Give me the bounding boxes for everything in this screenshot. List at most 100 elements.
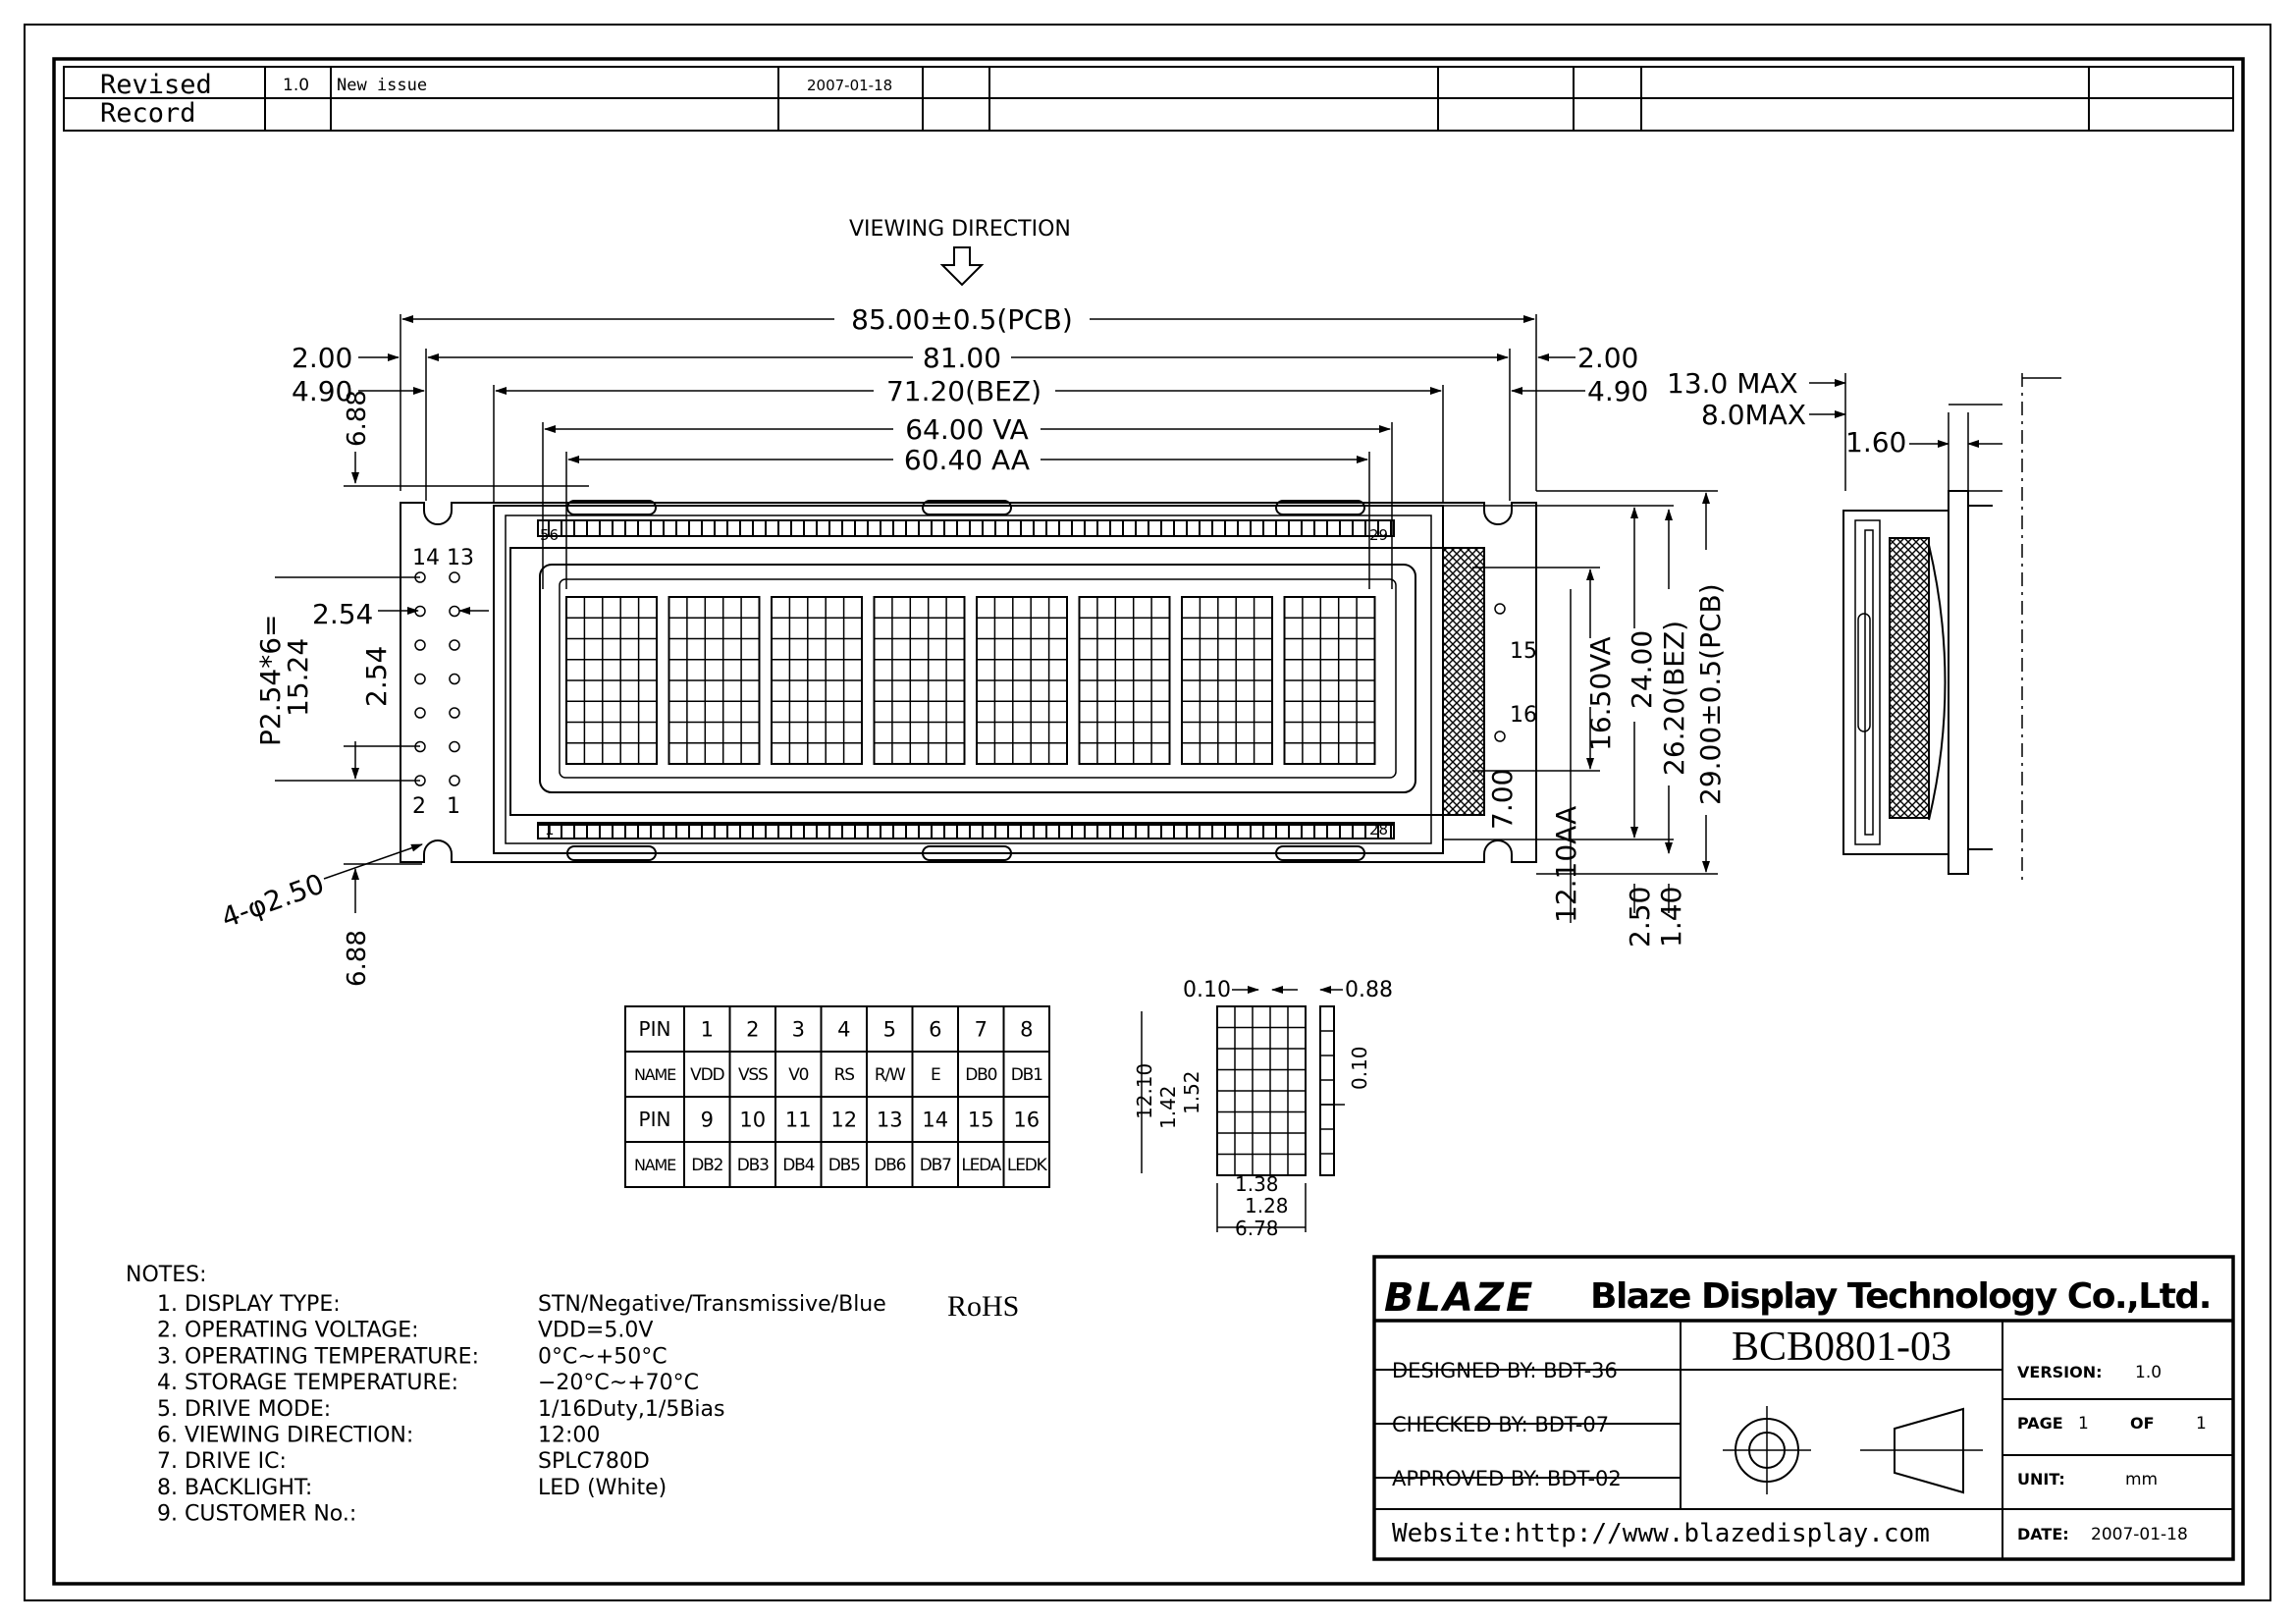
top-dimensions: 85.00±0.5(PCB) 81.00 71.20(BEZ) 64.00 VA…	[292, 303, 1648, 589]
bez-inner-dim: 24.00	[1626, 630, 1658, 709]
company-name: Blaze Display Technology Co.,Ltd.	[1590, 1276, 2211, 1317]
pin-table-cell: 5	[883, 1018, 896, 1042]
revision-description: New issue	[337, 76, 427, 95]
unit-value: mm	[2125, 1470, 2158, 1489]
pin-table-cell: RS	[834, 1065, 855, 1085]
char-dim-128: 1.28	[1245, 1194, 1289, 1218]
character-block	[976, 596, 1068, 765]
character-block	[667, 596, 761, 765]
pin-label-15: 15	[1510, 639, 1537, 664]
aa-width-dim: 60.40 AA	[904, 444, 1030, 476]
pin-table-cell: V0	[788, 1065, 808, 1085]
character-block	[565, 596, 658, 765]
note-value: STN/Negative/Transmissive/Blue	[538, 1292, 886, 1317]
pin-hole	[449, 673, 460, 685]
date-label: DATE:	[2017, 1525, 2069, 1543]
revised-label: Revised	[100, 70, 212, 100]
pin-label-1: 1	[447, 794, 460, 819]
note-label: 2. OPERATING VOLTAGE:	[157, 1319, 419, 1343]
designed-by: DESIGNED BY: BDT-36	[1392, 1359, 1618, 1382]
note-label: 3. OPERATING TEMPERATURE:	[157, 1344, 479, 1369]
pin-table-cell: DB1	[1011, 1065, 1042, 1085]
char-dim-010a: 0.10	[1183, 978, 1231, 1002]
revision-date: 2007-01-18	[807, 77, 892, 94]
top-offset-dim: 6.88	[343, 390, 372, 447]
character-block	[1283, 596, 1376, 765]
title-block: BLAZE Blaze Display Technology Co.,Ltd. …	[1372, 1255, 2235, 1561]
va-height-dim: 16.50VA	[1584, 636, 1617, 751]
backlight-tab	[1442, 547, 1485, 816]
version-label: VERSION:	[2017, 1363, 2103, 1381]
note-label: 8. BACKLIGHT:	[157, 1476, 312, 1500]
side-pcb-dim: 1.60	[1845, 426, 1906, 459]
pin-hole	[449, 775, 460, 786]
note-label: 1. DISPLAY TYPE:	[157, 1292, 341, 1317]
rohs-mark: RoHS	[947, 1290, 1019, 1323]
pin-label-16: 16	[1510, 703, 1537, 728]
left-margin-2-dim: 4.90	[292, 375, 352, 407]
pcb-outline	[400, 502, 1537, 863]
date-value: 2007-01-18	[2091, 1525, 2188, 1544]
dim-700: 7.00	[1486, 769, 1519, 830]
unit-label: UNIT:	[2017, 1470, 2065, 1489]
of-value: 1	[2196, 1414, 2207, 1434]
version-value: 1.0	[2135, 1363, 2162, 1382]
note-value: LED (White)	[538, 1476, 667, 1500]
pin-table-cell: 3	[792, 1018, 805, 1042]
revision-table: Revised Record 1.0 New issue 2007-01-18	[63, 66, 2234, 132]
outer-border	[24, 24, 2271, 1601]
char-dim-010b: 0.10	[1348, 1046, 1371, 1090]
notes-title: NOTES:	[126, 1263, 207, 1287]
char-dim-678: 6.78	[1235, 1217, 1279, 1240]
company-logo: BLAZE	[1384, 1275, 1534, 1321]
pin-table-cell: DB0	[965, 1065, 996, 1085]
pin-hole	[414, 673, 426, 685]
char-dim-088: 0.88	[1345, 978, 1393, 1002]
pin-table-cell: 6	[929, 1018, 941, 1042]
pin-hole	[414, 639, 426, 651]
right-margin-2-dim: 4.90	[1587, 375, 1648, 407]
pin-table-cell: 11	[785, 1109, 812, 1132]
pin-table-cell: R/W	[875, 1065, 906, 1085]
pin-label-2: 2	[412, 794, 426, 819]
pin-table-cell: 16	[1013, 1109, 1040, 1132]
pitch-total: 15.24	[282, 638, 314, 717]
checked-by: CHECKED BY: BDT-07	[1392, 1413, 1609, 1436]
pin-table-cell: 14	[922, 1109, 948, 1132]
pin-table-cell: 1	[701, 1018, 714, 1042]
character-detail: 0.10 0.88 12.10 1.42 1.52 0.10 1.38 1.28…	[1133, 978, 1393, 1240]
bezel-width-dim: 71.20(BEZ)	[886, 375, 1041, 407]
pin-table-cell: VDD	[690, 1065, 724, 1085]
pin-label-13: 13	[447, 546, 474, 570]
pin-hole	[414, 707, 426, 719]
pin-table-cell: PIN	[639, 1017, 671, 1041]
note-value: 0°C~+50°C	[538, 1344, 667, 1369]
note-label: 9. CUSTOMER No.:	[157, 1502, 356, 1527]
char-dim-142: 1.42	[1156, 1085, 1180, 1129]
character-blocks	[565, 596, 1376, 765]
conn-label-1: 1	[545, 821, 555, 839]
pin-table-cell: 4	[837, 1018, 850, 1042]
note-value: SPLC780D	[538, 1449, 650, 1474]
pin-table-cell: 10	[739, 1109, 766, 1132]
note-label: 5. DRIVE MODE:	[157, 1397, 331, 1422]
note-value: −20°C~+70°C	[538, 1371, 699, 1395]
approved-by: APPROVED BY: BDT-02	[1392, 1467, 1622, 1490]
part-number: BCB0801-03	[1732, 1325, 1951, 1370]
pin-table-cell: E	[931, 1065, 940, 1085]
left-margin-1-dim: 2.00	[292, 342, 352, 374]
pin-table-cell: DB5	[828, 1156, 860, 1175]
dim-250: 2.50	[1624, 887, 1656, 947]
side-max-1-dim: 13.0 MAX	[1667, 367, 1798, 400]
va-width-dim: 64.00 VA	[905, 413, 1029, 446]
active-area	[559, 578, 1397, 779]
right-vertical-dims: 16.50VA 24.00 26.20(BEZ) 29.00±0.5(PCB) …	[1443, 490, 1727, 947]
pin-hole	[449, 707, 460, 719]
character-block	[771, 596, 863, 765]
notes: NOTES: 1. DISPLAY TYPE: STN/Negative/Tran…	[126, 1263, 1019, 1527]
bottom-connector-row	[537, 822, 1395, 839]
pin-pitch-v-dim: 2.54	[360, 646, 393, 707]
pin-table-cell: LEDK	[1007, 1156, 1048, 1175]
